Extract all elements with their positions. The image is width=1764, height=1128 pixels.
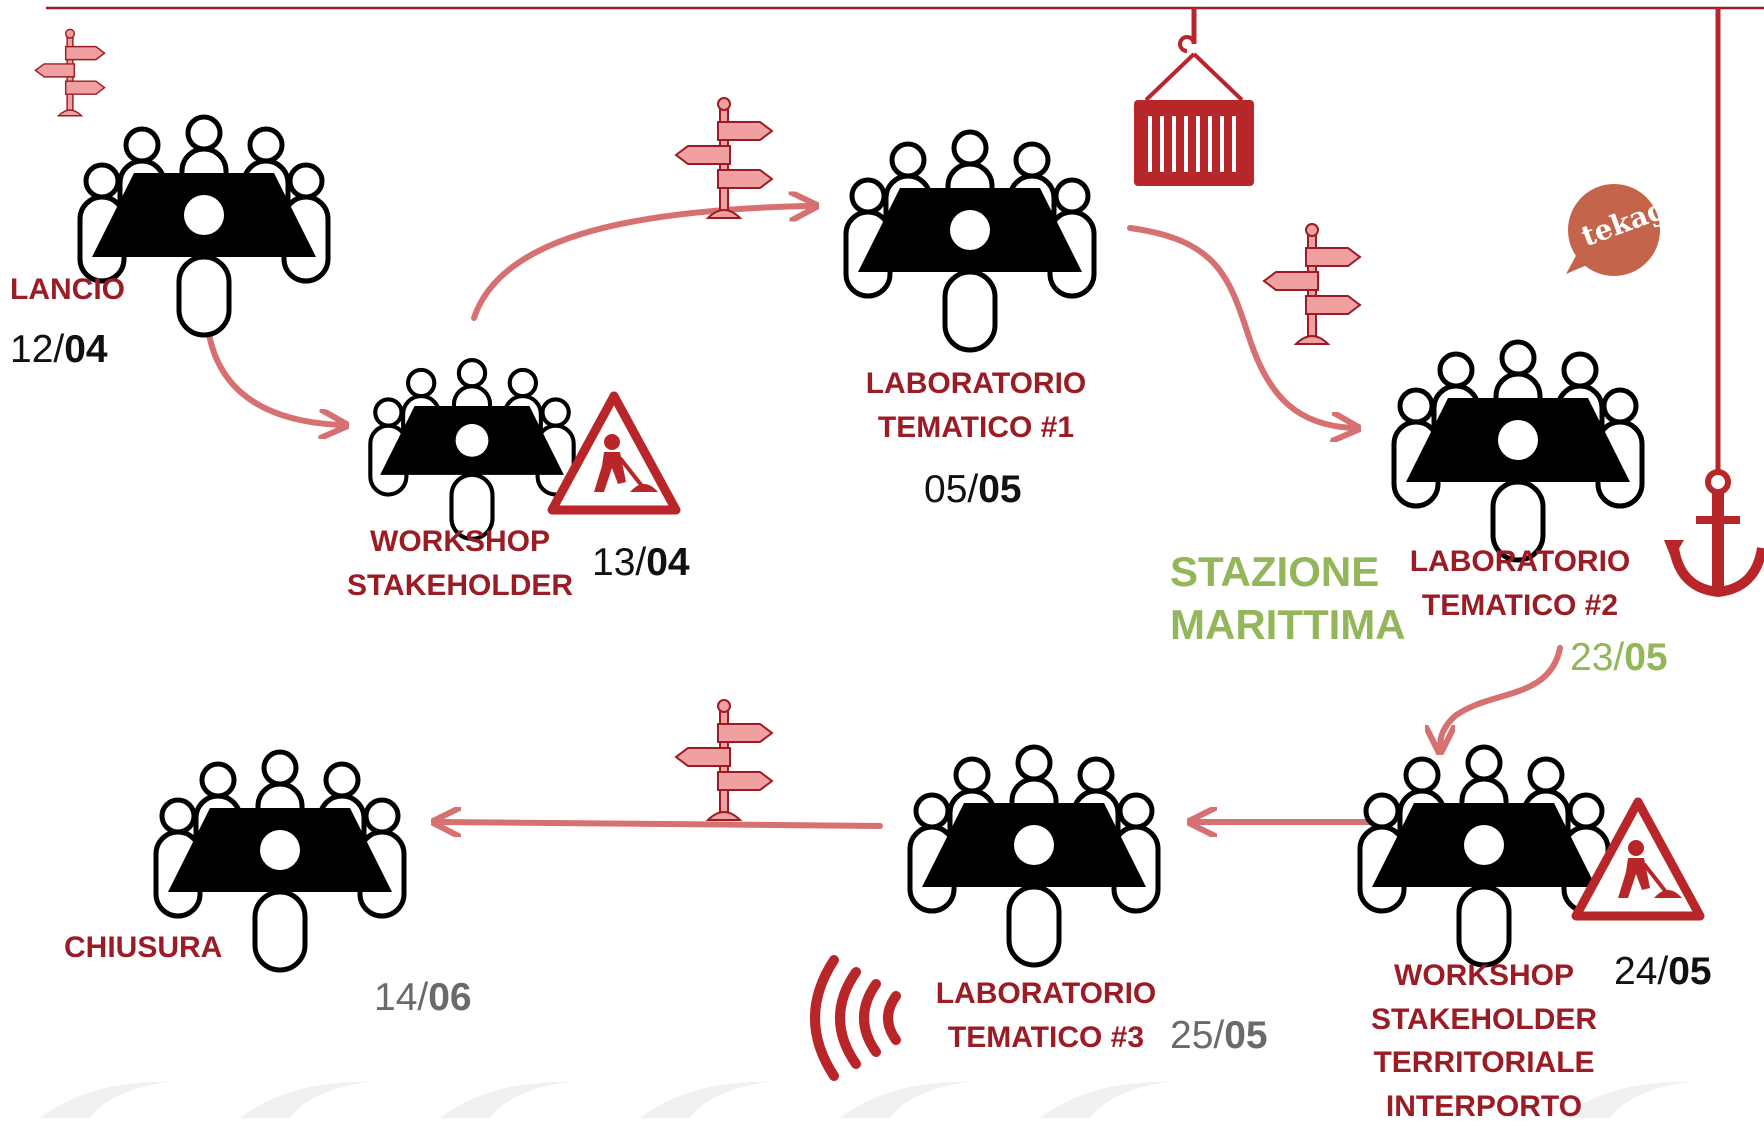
node-date-lab2: 23/05 (1570, 636, 1668, 679)
date-month: 05 (1224, 1014, 1268, 1057)
signpost-icon (1263, 223, 1361, 345)
signpost-icon (675, 97, 773, 219)
meeting-table-icon (910, 747, 1158, 965)
node-date-lab3: 25/05 (1170, 1014, 1268, 1057)
date-day: 14 (374, 976, 418, 1019)
date-day: 05 (924, 468, 968, 511)
date-day: 12 (10, 328, 54, 371)
node-label-chiusura: CHIUSURA (64, 931, 223, 964)
node-label-lab3: LABORATORIO TEMATICO #3 (935, 977, 1157, 1054)
date-day: 13 (592, 541, 636, 584)
node-label-lab1: LABORATORIO TEMATICO #1 (865, 367, 1087, 444)
meeting-table-icon (1394, 342, 1642, 560)
date-day: 24 (1614, 950, 1658, 993)
node-label-workshop-stakeholder: WORKSHOP STAKEHOLDER (346, 525, 574, 602)
meeting-table-icon (370, 360, 573, 539)
date-month: 05 (978, 468, 1022, 511)
date-day: 23 (1570, 636, 1614, 679)
node-date-workshop-stakeholder: 13/04 (592, 541, 690, 584)
node-label-lab2: LABORATORIO TEMATICO #2 (1409, 545, 1631, 622)
date-month: 04 (64, 328, 108, 371)
meeting-table-icon (1360, 747, 1608, 965)
anchor-icon (1664, 8, 1764, 598)
radio-wave-icon (810, 955, 901, 1081)
node-label-workshop-interporto: WORKSHOP STAKEHOLDER TERRITORIALE INTERP… (1370, 959, 1598, 1123)
crane-container-icon (1134, 8, 1254, 186)
arrow-workshop-to-lab1 (471, 206, 810, 321)
signpost-icon (675, 699, 773, 821)
node-date-lab1: 05/05 (924, 468, 1022, 511)
node-date-lancio: 12/04 (10, 328, 108, 371)
location-stazione-marittima: STAZIONE MARITTIMA (1170, 548, 1406, 648)
node-date-workshop-interporto: 24/05 (1614, 950, 1712, 993)
meeting-table-icon (846, 132, 1094, 350)
arrow-lab2-to-workshop2 (1440, 645, 1563, 746)
speech-bubble-logo-icon (1566, 184, 1660, 276)
arrow-lab1-to-lab2 (1127, 225, 1352, 428)
node-label-lancio: LANCIO (10, 273, 125, 306)
node-date-chiusura: 14/06 (374, 976, 472, 1019)
date-month: 05 (1668, 950, 1712, 993)
signpost-icon (34, 28, 106, 117)
arrow-lab3-to-chiusura (440, 822, 883, 826)
date-day: 25 (1170, 1014, 1214, 1057)
date-month: 04 (646, 541, 690, 584)
date-month: 05 (1624, 636, 1668, 679)
date-month: 06 (428, 976, 472, 1019)
